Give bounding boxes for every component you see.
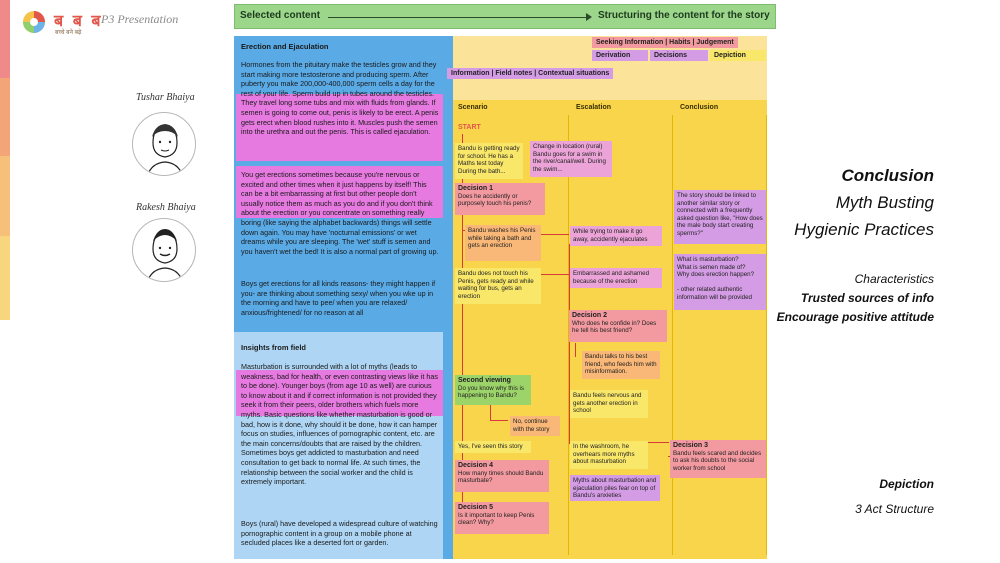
paragraph-rural: Boys (rural) have developed a widespread… <box>241 519 439 548</box>
person-name-rakesh: Rakesh Bhaiya <box>136 202 196 213</box>
flow-line <box>575 343 576 357</box>
accent-strip-2 <box>0 78 10 156</box>
person-sketch-icon <box>133 219 196 282</box>
second-viewing-title: Second viewing <box>458 377 528 385</box>
note-change-location: Change in location (rural) Bandu goes fo… <box>530 141 612 177</box>
note-embarrassed: Embarrassed and ashamed because of the e… <box>570 268 662 288</box>
tag-information-fieldnotes: Information | Field notes | Contextual s… <box>447 68 613 79</box>
accent-strip-4 <box>0 236 10 320</box>
note-authentic-info: What is masturbation? What is semen made… <box>674 254 766 310</box>
text-encourage-positive: Encourage positive attitude <box>777 310 934 324</box>
column-header-escalation: Escalation <box>576 104 611 111</box>
paragraph-insights: Masturbation is surrounded with a lot of… <box>241 362 439 487</box>
section-title-erection: Erection and Ejaculation <box>241 42 329 51</box>
decision-3-card: Decision 3 Bandu feels scared and decide… <box>670 440 766 478</box>
paragraph-hormones: Hormones from the pituitary make the tes… <box>241 60 439 137</box>
note-washes-penis: Bandu washes his Penis while taking a ba… <box>465 225 541 261</box>
decision-2-card: Decision 2 Who does he confide in? Does … <box>569 310 667 342</box>
person-sketch-icon <box>133 113 196 176</box>
accent-strip-1 <box>0 0 10 78</box>
note-talks-best-friend: Bandu talks to his best friend, who feed… <box>582 351 660 379</box>
heading-conclusion: Conclusion <box>841 166 934 186</box>
note-washroom-myths: In the washroom, he overhears more myths… <box>570 441 648 469</box>
decision-5-text: Is it important to keep Penis clean? Why… <box>458 512 534 527</box>
decision-5-card: Decision 5 Is it important to keep Penis… <box>455 502 549 534</box>
avatar-rakesh <box>132 218 196 282</box>
heading-depiction: Depiction <box>879 477 934 491</box>
flow-line <box>541 274 569 275</box>
decision-4-title: Decision 4 <box>458 462 546 470</box>
note-accidently-ejaculates: While trying to make it go away, acciden… <box>570 226 662 246</box>
text-characteristics: Characteristics <box>855 272 934 286</box>
note-getting-ready: Bandu is getting ready for school. He ha… <box>455 143 523 179</box>
second-viewing-text: Do you know why this is happening to Ban… <box>458 385 524 400</box>
accent-strip-3 <box>0 156 10 236</box>
decision-3-text: Bandu feels scared and decides to ask hi… <box>673 450 761 472</box>
paragraph-erections: You get erections sometimes because you'… <box>241 170 439 256</box>
decision-4-card: Decision 4 How many times should Bandu m… <box>455 460 549 492</box>
structuring-label: Structuring the content for the story <box>598 10 770 21</box>
tag-derivation: Derivation <box>592 50 648 61</box>
text-hygienic-practices: Hygienic Practices <box>794 220 934 240</box>
section-title-insights: Insights from field <box>241 343 306 352</box>
note-nervous-erection: Bandu feels nervous and gets another ere… <box>570 390 648 418</box>
decision-1-text: Does he accidently or purposely touch hi… <box>458 193 531 208</box>
paragraph-reasons: Boys get erections for all kinds reasons… <box>241 279 439 317</box>
text-three-act-structure: 3 Act Structure <box>855 502 934 516</box>
decision-2-title: Decision 2 <box>572 312 664 320</box>
column-divider <box>766 115 767 555</box>
note-no-continue: No, continue with the story <box>510 416 560 436</box>
logo-icon <box>22 10 46 34</box>
tag-depiction: Depiction <box>710 50 766 61</box>
flow-line <box>541 234 569 235</box>
second-viewing-card: Second viewing Do you know why this is h… <box>455 375 531 405</box>
note-myths-anxieties: Myths about masturbation and ejaculation… <box>570 475 660 501</box>
column-header-scenario: Scenario <box>458 104 488 111</box>
column-divider <box>672 115 673 555</box>
note-does-not-touch: Bandu does not touch his Penis, gets rea… <box>455 268 541 304</box>
text-trusted-sources: Trusted sources of info <box>801 291 934 305</box>
start-label: START <box>458 124 481 131</box>
column-header-conclusion: Conclusion <box>680 104 718 111</box>
header-arrow <box>328 17 590 18</box>
decision-3-title: Decision 3 <box>673 442 763 450</box>
flow-line <box>490 420 508 421</box>
tag-seeking-information: Seeking Information | Habits | Judgement <box>592 37 738 48</box>
tag-decisions: Decisions <box>650 50 708 61</box>
decision-1-title: Decision 1 <box>458 185 542 193</box>
decision-5-title: Decision 5 <box>458 504 546 512</box>
note-yes-seen: Yes, I've seen this story <box>455 441 531 453</box>
person-name-tushar: Tushar Bhaiya <box>136 92 195 103</box>
selected-content-label: Selected content <box>240 10 320 21</box>
decision-4-text: How many times should Bandu masturbate? <box>458 470 543 485</box>
decision-1-card: Decision 1 Does he accidently or purpose… <box>455 183 545 215</box>
brand-tagline: बच्चे बने बढ़े <box>55 28 81 36</box>
avatar-tushar <box>132 112 196 176</box>
flow-line <box>490 404 491 420</box>
presentation-title: P3 Presentation <box>101 12 178 27</box>
header-arrowhead-icon <box>586 13 592 21</box>
decision-2-text: Who does he confide in? Does he tell his… <box>572 320 656 335</box>
note-linked-story: The story should be linked to another si… <box>674 190 766 244</box>
blue-column-edge <box>443 36 453 559</box>
text-myth-busting: Myth Busting <box>836 193 934 213</box>
